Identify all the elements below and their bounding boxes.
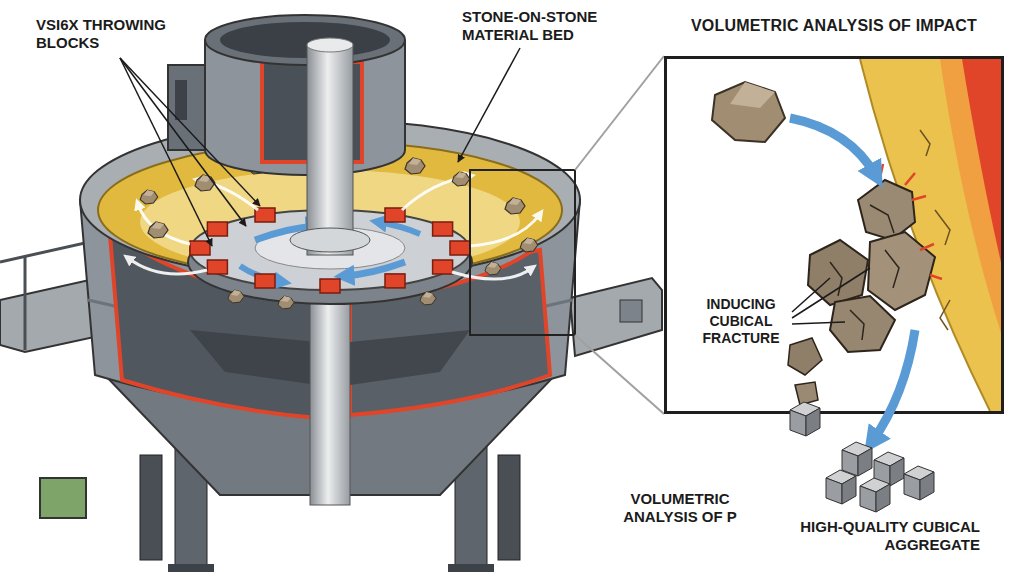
bed-edge <box>860 59 990 411</box>
part-label: STONE-ON-STONE MATERIAL BED <box>462 8 622 44</box>
fragment <box>795 382 818 405</box>
shaft-top <box>307 38 353 52</box>
rock-face <box>730 82 775 108</box>
bracket-slot <box>175 80 187 120</box>
throwing-block <box>433 260 453 274</box>
leg-foot <box>448 564 494 572</box>
feed-tube-top <box>205 15 405 65</box>
support-leg <box>498 455 520 560</box>
throwing-block <box>255 208 275 222</box>
cubical-aggregate <box>790 402 820 436</box>
liner-wall <box>962 59 1001 300</box>
tube-bracket <box>168 65 206 150</box>
rock <box>148 222 168 238</box>
zoom-line <box>575 335 664 414</box>
falling-rock <box>712 82 785 142</box>
drive-motor <box>40 478 86 518</box>
liner-bed <box>860 59 1001 411</box>
throwing-block <box>385 208 405 222</box>
cubical-aggregate <box>842 442 872 476</box>
right-platform <box>570 278 662 356</box>
fracturing-rock <box>830 296 895 352</box>
rock <box>520 238 538 252</box>
bed-crack <box>920 130 950 330</box>
rotor-blade <box>190 330 318 385</box>
rail-post <box>24 256 27 350</box>
leader-line <box>120 58 246 226</box>
rock <box>405 158 425 174</box>
main-shaft <box>310 290 350 505</box>
rock <box>452 172 470 186</box>
cubical-aggregate <box>860 478 890 512</box>
rock <box>278 296 294 309</box>
fragment <box>788 338 822 375</box>
leader-line <box>792 268 870 318</box>
leader-line <box>120 58 260 206</box>
panel-heading: VOLUMETRIC ANALYSIS OF IMPACT <box>664 16 1004 35</box>
fracturing-rock <box>858 180 915 240</box>
tube-edge <box>404 40 406 150</box>
fracturing-rock <box>868 232 935 310</box>
output-label: HIGH-QUALITY CUBICAL AGGREGATE <box>790 518 980 554</box>
throwing-block <box>433 222 453 236</box>
throwing-block <box>450 241 470 255</box>
impact-mark <box>880 164 942 279</box>
bearing-plate <box>620 300 642 322</box>
fracturing-rock <box>808 240 868 305</box>
rock <box>140 190 158 204</box>
tube-edge <box>204 40 206 150</box>
impact-arrow <box>790 118 876 176</box>
zoom-box <box>470 170 575 335</box>
rock <box>228 290 244 303</box>
impact-scene <box>712 59 1001 411</box>
part-label: VSI6X THROWING BLOCKS <box>36 16 176 52</box>
main-shaft <box>307 45 353 255</box>
throwing-block <box>385 274 405 288</box>
throwing-block <box>190 241 210 255</box>
note-label: VOLUMETRIC ANALYSIS OF P <box>606 490 754 526</box>
rock <box>505 198 525 214</box>
rotor-hub <box>255 227 405 269</box>
rotation-arrow <box>378 222 420 234</box>
throwing-block <box>207 222 227 236</box>
flow-arrow <box>138 204 190 244</box>
flow-arrow <box>128 258 207 274</box>
rock <box>420 292 436 305</box>
leader-line <box>458 48 520 162</box>
callout-text: INDUCING CUBICAL FRACTURE <box>680 296 802 346</box>
cubical-aggregate <box>874 452 904 486</box>
rock <box>485 262 501 275</box>
support-leg <box>140 455 162 560</box>
inset-panel: VOLUMETRIC ANALYSIS OF IMPACT INDUCING CU… <box>664 8 1008 414</box>
leader-line <box>792 322 845 324</box>
throwing-block <box>320 279 340 293</box>
discharge-arrow <box>872 330 915 442</box>
leader-line <box>120 58 212 246</box>
zoom-line <box>575 56 664 170</box>
panel-frame <box>664 56 1004 414</box>
throwing-block <box>207 260 227 274</box>
cubical-aggregate <box>904 466 934 500</box>
feed-opening <box>220 22 390 58</box>
throwing-block <box>255 274 275 288</box>
cubical-aggregate <box>826 470 856 504</box>
liner-layer <box>940 59 1001 360</box>
leg-foot <box>168 564 214 572</box>
rock <box>195 175 215 191</box>
shaft-collar <box>290 228 370 252</box>
leader-line <box>792 278 830 312</box>
fracture-line <box>830 205 899 340</box>
rotor-blade <box>350 330 470 385</box>
